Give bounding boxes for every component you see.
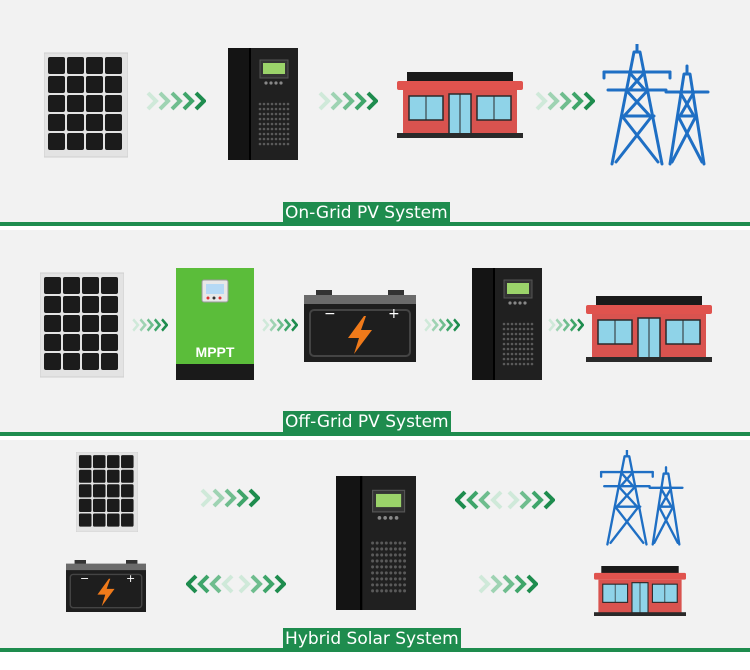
- flow-arrow-icon: [535, 91, 595, 111]
- off-grid-label: Off-Grid PV System: [283, 411, 451, 433]
- battery-plus-symbol: +: [388, 306, 400, 322]
- flow-arrow-icon: [548, 318, 584, 332]
- bidirectional-flow-arrow-icon: [455, 490, 555, 510]
- battery-icon: [66, 560, 146, 612]
- battery-plus-symbol: +: [126, 572, 136, 585]
- mppt-controller-icon: [176, 268, 254, 380]
- transmission-tower-icon: [600, 44, 710, 166]
- hybrid-label: Hybrid Solar System: [283, 628, 461, 650]
- inverter-icon: [472, 268, 542, 380]
- solar-panel-icon: [40, 272, 124, 378]
- transmission-tower-icon: [598, 450, 684, 546]
- battery-minus-symbol: −: [324, 306, 336, 322]
- flow-arrow-icon: [424, 318, 460, 332]
- battery-minus-symbol: −: [80, 572, 90, 585]
- inverter-icon: [228, 48, 298, 160]
- on-grid-label: On-Grid PV System: [283, 202, 450, 224]
- flow-arrow-icon: [200, 488, 260, 508]
- section-divider: [0, 432, 750, 436]
- inverter-icon: [336, 476, 416, 610]
- battery-icon: [304, 290, 416, 362]
- bidirectional-flow-arrow-icon: [186, 574, 286, 594]
- section-divider: [0, 222, 750, 226]
- flow-arrow-icon: [132, 318, 168, 332]
- shop-icon: [594, 566, 686, 616]
- solar-panel-icon: [44, 52, 128, 158]
- flow-arrow-icon: [146, 91, 206, 111]
- section-divider: [0, 648, 750, 652]
- flow-arrow-icon: [262, 318, 298, 332]
- flow-arrow-icon: [318, 91, 378, 111]
- solar-panel-icon: [76, 452, 138, 532]
- flow-arrow-icon: [478, 574, 538, 594]
- shop-icon: [586, 296, 712, 362]
- shop-icon: [397, 72, 523, 138]
- mppt-label: MPPT: [195, 344, 235, 360]
